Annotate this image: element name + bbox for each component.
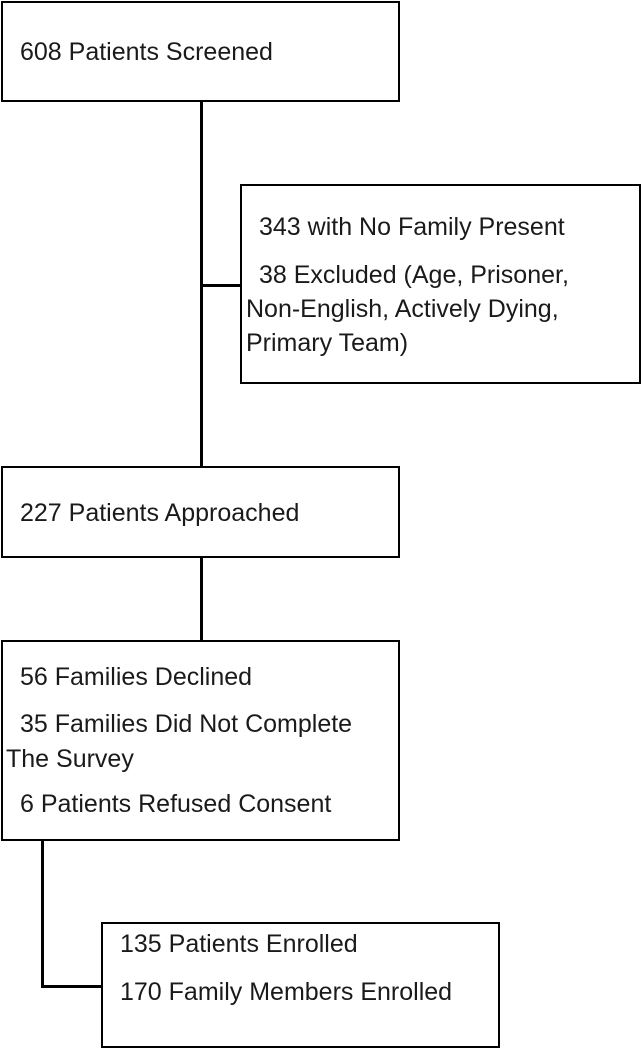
approached-box: 227 Patients Approached: [1, 466, 400, 558]
exclusions-box: 343 with No Family Present 38 Excluded (…: [240, 184, 641, 384]
enrolled-box: 135 Patients Enrolled 170 Family Members…: [101, 922, 500, 1048]
screened-text: 608 Patients Screened: [20, 38, 273, 66]
excluded-text-line-3: Primary Team): [246, 329, 409, 357]
screened-box: 608 Patients Screened: [1, 1, 400, 102]
patients-enrolled-text: 135 Patients Enrolled: [120, 930, 358, 958]
dropouts-box: 56 Families Declined 35 Families Did Not…: [1, 640, 400, 841]
connector-to-enrolled: [41, 985, 103, 988]
refused-consent-text: 6 Patients Refused Consent: [20, 790, 332, 818]
families-declined-text: 56 Families Declined: [20, 663, 253, 691]
approached-text: 227 Patients Approached: [20, 499, 300, 527]
no-family-present-text: 343 with No Family Present: [259, 213, 565, 241]
not-complete-text-line-1: 35 Families Did Not Complete: [20, 710, 353, 738]
connector-approached-to-dropouts: [200, 557, 203, 641]
excluded-text-line-2: Non-English, Actively Dying,: [246, 295, 559, 323]
family-members-enrolled-text: 170 Family Members Enrolled: [120, 978, 453, 1006]
connector-to-exclusions: [200, 284, 242, 287]
connector-dropouts-down: [41, 839, 44, 987]
not-complete-text-line-2: The Survey: [6, 745, 134, 773]
excluded-text-line-1: 38 Excluded (Age, Prisoner,: [259, 261, 569, 289]
